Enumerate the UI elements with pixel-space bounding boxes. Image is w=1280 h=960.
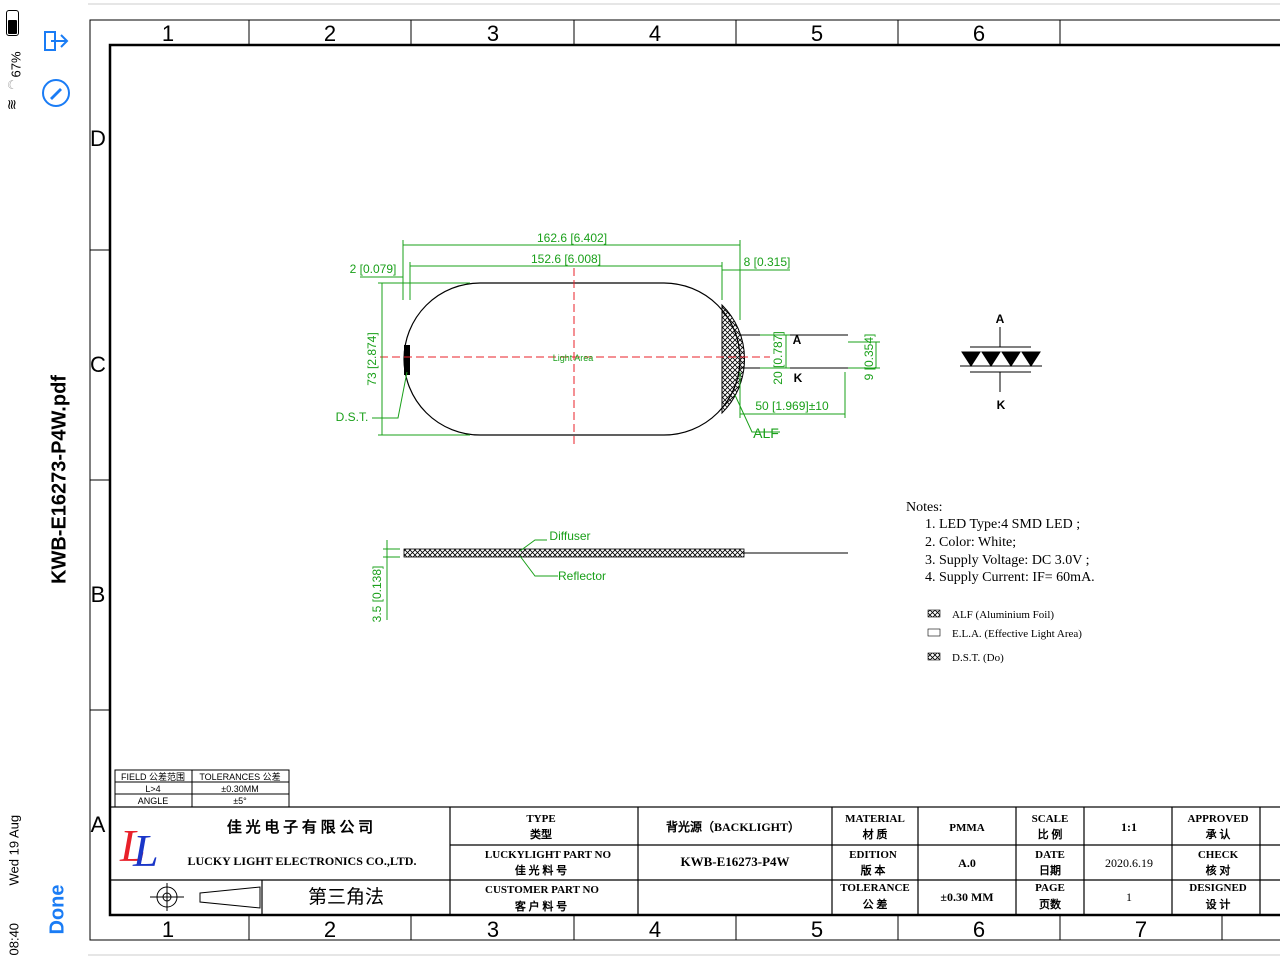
customer-part-label-cn: 客 户 料 号	[514, 899, 567, 913]
pin-k-label: K	[794, 371, 803, 385]
scale-label: SCALE	[1032, 813, 1069, 825]
pin-a-label: A	[793, 333, 802, 347]
row-label: C	[90, 352, 106, 377]
note-item: 2. Color: White;	[925, 535, 1016, 550]
col-label: 5	[811, 917, 823, 942]
dim-left-offset: 2 [0.079]	[350, 262, 397, 276]
note-item: 1. LED Type:4 SMD LED ;	[925, 517, 1080, 532]
page-label: PAGE	[1035, 882, 1065, 894]
alf-label: ALF	[753, 425, 779, 441]
tol-cell: ±5°	[233, 796, 247, 806]
reflector-label: Reflector	[558, 569, 606, 583]
part-label-cn: 佳 光 料 号	[515, 863, 567, 877]
col-label: 1	[162, 21, 174, 46]
edition-label: EDITION	[849, 849, 897, 861]
check-label: CHECK	[1198, 849, 1239, 861]
material-label-cn: 材 质	[863, 827, 888, 841]
col-label: 1	[162, 917, 174, 942]
dst-label: D.S.T.	[336, 410, 369, 424]
dim-wire-gap: 9 [0.354]	[862, 334, 876, 381]
col-label: 2	[324, 917, 336, 942]
part-label: LUCKYLIGHT PART NO	[485, 849, 612, 861]
edition-label-cn: 版 本	[861, 863, 886, 877]
col-label: 7	[1135, 917, 1147, 942]
dim-light-length: 152.6 [6.008]	[531, 252, 601, 266]
col-label: 4	[649, 917, 661, 942]
company-name-cn: 佳 光 电 子 有 限 公 司	[227, 818, 373, 836]
viewer-sidebar: 67% ☾ ≋ 08:40 Wed 19 Aug KWB-E16273-P4W.…	[0, 0, 89, 960]
share-icon[interactable]	[40, 26, 70, 56]
tolerance-label: TOLERANCE	[840, 882, 909, 894]
note-item: 4. Supply Current: IF= 60mA.	[925, 570, 1095, 585]
notes-title: Notes:	[906, 500, 943, 515]
type-value: 背光源（BACKLIGHT）	[666, 819, 800, 834]
led-schematic: A K	[960, 312, 1042, 412]
col-label: 2	[324, 21, 336, 46]
schematic-anode: A	[996, 312, 1005, 326]
tol-head-field: FIELD 公差范围	[121, 771, 185, 782]
edition-value: A.0	[958, 856, 976, 870]
date-label: DATE	[1035, 849, 1065, 861]
notes: Notes: 1. LED Type:4 SMD LED ; 2. Color:…	[906, 500, 1095, 664]
dim-wire-length: 50 [1.969]±10	[755, 399, 829, 413]
company-logo: L L	[119, 820, 159, 876]
designed-label: DESIGNED	[1189, 882, 1247, 894]
plate-top-view	[403, 282, 848, 436]
row-label: B	[91, 582, 106, 607]
light-area-label: Light Area	[553, 353, 594, 363]
projection-label: 第三角法	[308, 886, 384, 908]
svg-text:L: L	[132, 825, 159, 876]
svg-text:L: L	[119, 820, 146, 871]
type-label: TYPE	[526, 813, 555, 825]
date-label-cn: 日期	[1039, 863, 1061, 877]
diffuser-label: Diffuser	[549, 529, 590, 543]
tolerance-label-cn: 公 差	[863, 897, 888, 911]
legend-dst: D.S.T. (Do)	[952, 652, 1004, 664]
schematic-cathode: K	[997, 398, 1006, 412]
row-label: A	[91, 812, 106, 837]
page-value: 1	[1126, 890, 1132, 904]
legend-ela: E.L.A. (Effective Light Area)	[952, 628, 1082, 640]
thickness-label: 3.5 [0.138]	[370, 566, 384, 623]
company-name-en: LUCKY LIGHT ELECTRONICS CO.,LTD.	[188, 854, 417, 868]
dim-tail-width: 20 [0.787]	[771, 331, 785, 384]
dim-overall-length: 162.6 [6.402]	[537, 231, 607, 245]
col-label: 6	[973, 917, 985, 942]
date-value: 2020.6.19	[1105, 856, 1153, 870]
note-item: 3. Supply Voltage: DC 3.0V ;	[925, 553, 1090, 568]
designed-label-cn: 设 计	[1206, 897, 1231, 911]
tol-cell: ±0.30MM	[221, 784, 258, 794]
battery-icon	[6, 10, 19, 36]
customer-part-label: CUSTOMER PART NO	[485, 884, 599, 896]
tol-cell: ANGLE	[138, 796, 169, 806]
projection-symbol	[150, 883, 261, 911]
type-label-cn: 类型	[530, 827, 552, 841]
tol-cell: L>4	[145, 784, 160, 794]
material-value: PMMA	[949, 822, 984, 834]
col-label: 6	[973, 21, 985, 46]
markup-icon[interactable]	[41, 78, 71, 108]
moon-icon: ☾	[7, 78, 18, 92]
plate-side-view	[383, 539, 848, 620]
row-label: D	[90, 126, 106, 151]
material-label: MATERIAL	[845, 813, 905, 825]
title-block	[109, 806, 1280, 916]
dim-right-offset: 8 [0.315]	[744, 255, 791, 269]
scale-value: 1:1	[1121, 820, 1137, 834]
tolerance-value: ±0.30 MM	[940, 890, 993, 904]
legend-alf: ALF (Aluminium Foil)	[952, 609, 1054, 621]
col-label: 4	[649, 21, 661, 46]
page-label-cn: 页数	[1039, 897, 1062, 911]
part-number: KWB-E16273-P4W	[680, 854, 789, 869]
col-label: 3	[487, 21, 499, 46]
col-label: 3	[487, 917, 499, 942]
approved-label: APPROVED	[1187, 813, 1248, 825]
approved-label-cn: 承 认	[1206, 827, 1232, 841]
col-label: 5	[811, 21, 823, 46]
check-label-cn: 核 对	[1206, 863, 1231, 877]
dim-width: 73 [2.874]	[365, 332, 379, 385]
scale-label-cn: 比 例	[1038, 827, 1063, 841]
tol-head-tol: TOLERANCES 公差	[199, 771, 280, 782]
